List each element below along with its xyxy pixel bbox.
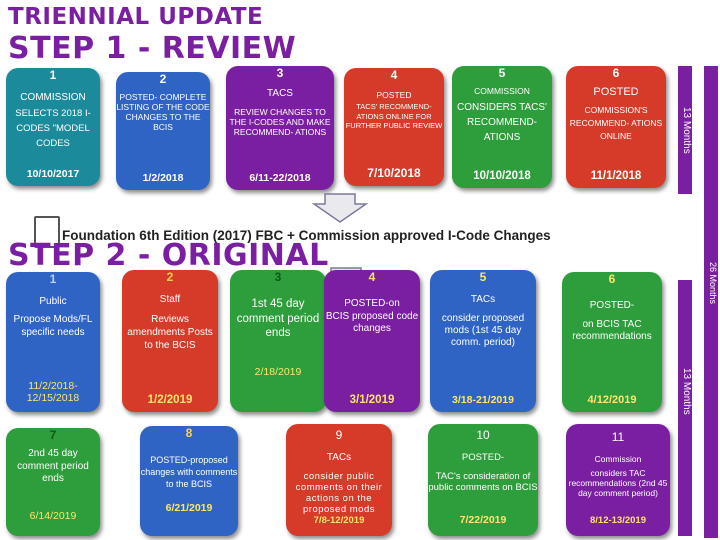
step-head: POSTED- [461, 452, 505, 463]
step-head: POSTED [593, 86, 639, 98]
step1-box-2: 2 POSTED- COMPLETE LISTING OF THE CODE C… [116, 72, 210, 190]
step-number: 7 [49, 428, 57, 442]
down-arrow-icon [311, 193, 369, 223]
timeline-26-months-label: 26 Months [708, 262, 718, 305]
step-body: BCIS proposed code changes [325, 311, 419, 334]
step-date: 3/1/2019 [349, 394, 395, 406]
step-date: 3/18-21/2019 [452, 394, 514, 406]
step2-box-4: 4 POSTED-on BCIS proposed code changes 3… [324, 270, 420, 412]
step-body: POSTED- COMPLETE LISTING OF THE CODE CHA… [116, 92, 210, 132]
step2-box-5: 5 TACs consider proposed mods (1st 45 da… [430, 270, 536, 412]
step2-box-10: 10 POSTED- TAC's consideration of public… [428, 424, 538, 536]
step-number: 2 [166, 270, 174, 284]
step-date: 8/12-13/2019 [590, 515, 646, 526]
step-number: 9 [335, 428, 343, 442]
step-body: TACS' RECOMMEND- ATIONS ONLINE FOR FURTH… [345, 102, 443, 130]
step-date: 11/1/2018 [590, 170, 642, 182]
step-number: 6 [608, 272, 616, 286]
step-number: 1 [49, 272, 57, 286]
step2-title: STEP 2 - ORIGINAL [8, 238, 329, 273]
step1-box-6: 6 POSTED COMMISSION'S RECOMMEND- ATIONS … [566, 66, 666, 188]
step-body: Reviews amendments Posts to the BCIS [127, 314, 213, 351]
step-number: 3 [276, 66, 284, 80]
step-head: POSTED-on [344, 298, 400, 309]
step-date: 6/11-22/2018 [249, 172, 311, 184]
step-number: 1 [49, 68, 57, 82]
step-head: COMMISSION [20, 92, 86, 103]
foundation-banner: Foundation 6th Edition (2017) FBC + Comm… [62, 228, 551, 243]
step1-box-1: 1 COMMISSION SELECTS 2018 I-CODES "MODEL… [6, 68, 100, 186]
step2-box-11: 11 Commission considers TAC recommendati… [566, 424, 670, 536]
step2-box-9: 9 TACs consider public comments on their… [286, 424, 392, 536]
step-number: 10 [476, 428, 490, 442]
step-body: REVIEW CHANGES TO THE I-CODES AND MAKE R… [229, 107, 331, 137]
step-number: 5 [479, 270, 487, 284]
step-date: 11/2/2018- 12/15/2018 [26, 380, 80, 404]
step-date: 7/8-12/2019 [313, 515, 365, 526]
step-head: Commission [594, 454, 642, 464]
step-body: comment period ends [17, 461, 89, 484]
step2-box-2: 2 Staff Reviews amendments Posts to the … [122, 270, 218, 412]
step-date: 6/21/2019 [165, 502, 213, 514]
step2-box-8: 8 POSTED-proposed changes with comments … [140, 426, 238, 536]
timeline-13-months-2-label: 13 Months [681, 368, 692, 415]
step-date: 1/2/2018 [142, 172, 184, 184]
step2-box-1: 1 Public Propose Mods/FL specific needs … [6, 272, 100, 412]
step-number: 5 [498, 66, 506, 80]
step-body: TAC's consideration of public comments o… [428, 471, 538, 493]
step-date: 1/2/2019 [147, 394, 193, 406]
step-date: 7/10/2018 [367, 166, 421, 180]
step2-box-7: 7 2nd 45 day comment period ends 6/14/20… [6, 428, 100, 536]
step-number: 3 [274, 270, 282, 284]
timeline-13-months-2: 13 Months [678, 280, 692, 536]
step-head: Staff [159, 294, 181, 305]
step-body: Propose Mods/FL specific needs [13, 314, 93, 338]
step-date: 6/14/2019 [29, 510, 77, 522]
step1-title: STEP 1 - REVIEW [8, 31, 297, 66]
step-head: 2nd 45 day [28, 448, 78, 459]
step-body: CONSIDERS TACS' RECOMMEND- ATIONS [457, 102, 547, 143]
step-body: consider public comments on their action… [295, 471, 383, 515]
step-date: 7/22/2019 [459, 514, 507, 526]
step-body: COMMISSION'S RECOMMEND- ATIONS ONLINE [569, 105, 663, 141]
step-body: POSTED-proposed changes with comments to… [140, 455, 238, 489]
step-head: TACs [470, 294, 496, 305]
page-title: TRIENNIAL UPDATE [8, 4, 264, 30]
step-date: 2/18/2019 [254, 366, 302, 378]
step-head: Public [39, 296, 67, 307]
step-number: 8 [185, 426, 193, 440]
step-body: comment period ends [236, 313, 320, 339]
timeline-13-months-1: 13 Months [678, 66, 692, 194]
step2-box-6: 6 POSTED- on BCIS TAC recommendations 4/… [562, 272, 662, 412]
step-number: 11 [611, 430, 625, 444]
step-head: POSTED- [589, 300, 635, 311]
step-head: TACS [267, 88, 293, 99]
step-body: considers TAC recommendations (2nd 45 da… [568, 468, 668, 498]
step-date: 10/10/2018 [473, 170, 531, 182]
step-number: 6 [612, 66, 620, 80]
step-head: 1st 45 day [251, 298, 305, 310]
step1-box-5: 5 COMMISSION CONSIDERS TACS' RECOMMEND- … [452, 66, 552, 188]
step-number: 4 [368, 270, 376, 284]
step-body: consider proposed mods (1st 45 day comm.… [441, 313, 525, 348]
step-date: 4/12/2019 [587, 394, 637, 406]
document-icon [34, 216, 60, 248]
step-number: 4 [390, 68, 398, 82]
step-number: 2 [159, 72, 167, 86]
step1-box-4: 4 POSTED TACS' RECOMMEND- ATIONS ONLINE … [344, 68, 444, 186]
step-date: 10/10/2017 [26, 168, 80, 180]
step-head: TACs [326, 452, 352, 463]
step-head: POSTED [376, 90, 412, 100]
step-head: COMMISSION [474, 86, 530, 96]
step-body: on BCIS TAC recommendations [572, 319, 652, 342]
step-body: SELECTS 2018 I-CODES "MODEL CODES [15, 108, 91, 149]
step1-box-3: 3 TACS REVIEW CHANGES TO THE I-CODES AND… [226, 66, 334, 190]
timeline-26-months: 26 Months [704, 66, 718, 538]
step2-box-3: 3 1st 45 day comment period ends 2/18/20… [230, 270, 326, 412]
